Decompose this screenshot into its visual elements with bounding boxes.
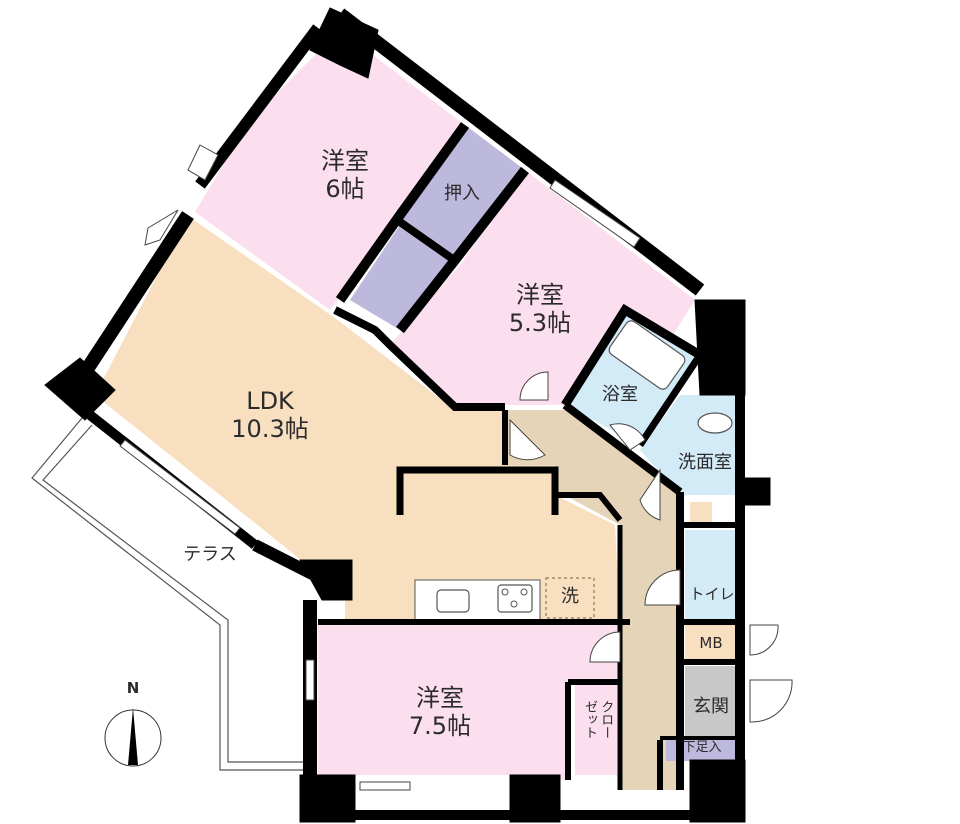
- mb-floor: [685, 625, 737, 660]
- room-size: 10.3帖: [231, 414, 309, 443]
- western-room-6-label: 洋室 6帖: [300, 147, 390, 203]
- room-name: 洋室: [516, 281, 564, 309]
- room-size: 7.5帖: [408, 711, 472, 740]
- room-name: 洋室: [321, 147, 369, 175]
- room-size: 5.3帖: [508, 308, 572, 337]
- room-name: 洋室: [416, 684, 464, 712]
- terrace-label: テラス: [183, 544, 237, 565]
- washroom-label: 洗面室: [678, 452, 732, 473]
- western-room-7_5-floor: [318, 625, 620, 780]
- bath-label: 浴室: [602, 384, 638, 405]
- oshiire-label: 押入: [444, 183, 480, 204]
- shoe-box-label: 下足入: [682, 740, 722, 755]
- western-room-6-floor: [195, 30, 465, 310]
- western-room-7_5-label: 洋室 7.5帖: [390, 684, 490, 740]
- western-room-5_3-label: 洋室 5.3帖: [490, 281, 590, 337]
- windows: [119, 144, 641, 791]
- ldk-label: LDK 10.3帖: [210, 387, 330, 443]
- compass-north-label: N: [126, 679, 140, 697]
- terrace: [31, 417, 305, 771]
- closet-label: クロー ゼット: [578, 700, 616, 770]
- corridor-floor: [505, 410, 680, 790]
- mb-label: MB: [699, 634, 723, 652]
- oshiire-floor: [400, 125, 525, 260]
- toilet-label: トイレ: [689, 585, 735, 603]
- western-room-5_3-floor: [390, 170, 695, 405]
- toilet-floor: [685, 530, 737, 620]
- genkan-label: 玄関: [693, 696, 729, 717]
- washer-space: [545, 577, 595, 619]
- washer-label: 洗: [561, 586, 579, 607]
- compass-icon: [104, 708, 162, 767]
- walls: [44, 7, 771, 823]
- door-swings: [509, 371, 793, 723]
- room-name: LDK: [246, 387, 294, 415]
- genkan-floor: [685, 666, 737, 738]
- closet-label-col2: ゼット: [582, 700, 597, 739]
- closet-label-col1: クロー: [598, 700, 614, 739]
- room-size: 6帖: [325, 174, 365, 203]
- closet-floor: [575, 685, 617, 775]
- oshiire2-floor: [350, 225, 455, 330]
- ldk-floor: [95, 216, 620, 620]
